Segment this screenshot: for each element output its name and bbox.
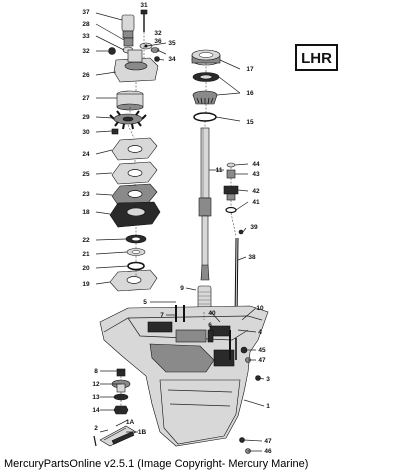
callout-18: 18 (82, 209, 90, 216)
callout-45: 45 (258, 347, 266, 354)
copyright-footer: MercuryPartsOnline v2.5.1 (Image Copyrig… (4, 458, 309, 470)
shift-shaft-assembly (212, 162, 247, 330)
callout-32-b: 32 (154, 30, 162, 37)
callout-6: 6 (208, 322, 212, 329)
callout-5: 5 (143, 299, 147, 306)
callout-14: 14 (92, 407, 100, 414)
callout-28: 28 (82, 21, 90, 28)
callout-29: 29 (82, 114, 90, 121)
callout-9: 9 (180, 285, 184, 292)
lhr-badge-text: LHR (301, 50, 332, 67)
water-pump-assembly (108, 9, 161, 292)
callout-3: 3 (266, 376, 270, 383)
callout-27: 27 (82, 95, 90, 102)
part-11-drive-shaft (200, 127, 210, 199)
callout-37: 37 (82, 9, 90, 16)
callout-2: 2 (94, 425, 98, 432)
callout-25: 25 (82, 171, 90, 178)
callout-30: 30 (82, 129, 90, 136)
callout-11: 11 (216, 167, 223, 174)
callout-41: 41 (252, 199, 260, 206)
callout-44: 44 (252, 161, 260, 168)
callout-43: 43 (252, 171, 260, 178)
callout-1b: 1B (138, 429, 147, 436)
callout-24: 24 (82, 151, 90, 158)
callout-21: 21 (82, 251, 90, 258)
callout-22: 22 (82, 237, 90, 244)
callout-1a: 1A (126, 419, 135, 426)
gear-housing (99, 305, 269, 447)
callout-20: 20 (82, 265, 90, 272)
callout-1: 1 (266, 403, 270, 410)
callout-47: 47 (258, 357, 266, 364)
callout-39: 39 (250, 224, 258, 231)
part-37-tube (121, 14, 135, 32)
callout-47-b: 47 (264, 438, 272, 445)
callout-10: 10 (256, 305, 264, 312)
callout-17: 17 (246, 66, 254, 73)
callout-33: 33 (82, 33, 90, 40)
leader-lines (95, 12, 265, 452)
callout-16: 16 (246, 90, 254, 97)
part-16-bearing (192, 90, 218, 105)
callout-19: 19 (82, 281, 90, 288)
callout-38: 38 (248, 254, 256, 261)
callout-7: 7 (160, 312, 164, 319)
callout-42: 42 (252, 188, 260, 195)
callout-32: 32 (82, 48, 90, 55)
callout-4: 4 (258, 329, 262, 336)
callout-15: 15 (246, 119, 254, 126)
part-28-seal (123, 37, 134, 47)
callout-12: 12 (92, 381, 100, 388)
callout-40: 40 (208, 310, 216, 317)
callout-13: 13 (92, 394, 100, 401)
callout-8: 8 (94, 368, 98, 375)
callout-35: 35 (168, 40, 176, 47)
callout-23: 23 (82, 191, 90, 198)
callout-36: 36 (154, 38, 162, 45)
callout-26: 26 (82, 72, 90, 79)
callout-34: 34 (168, 56, 176, 63)
callout-labels: 37 31 28 32 33 36 35 32 34 26 17 16 27 2… (82, 2, 272, 455)
callout-31: 31 (140, 2, 148, 9)
lhr-badge: LHR (295, 44, 338, 71)
drive-shaft-assembly (191, 49, 221, 313)
part-1b-decal (111, 431, 135, 445)
part-29-impeller (109, 110, 147, 130)
callout-46: 46 (264, 448, 272, 455)
